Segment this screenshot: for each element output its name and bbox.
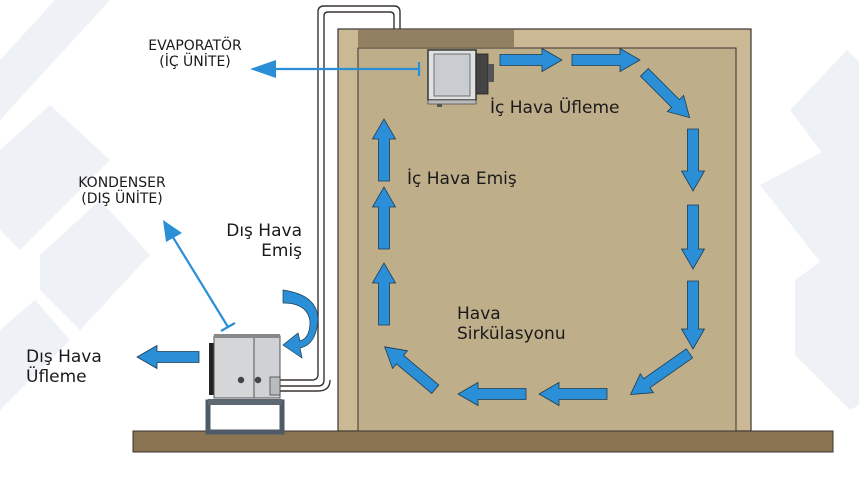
outdoor-intake-curved-arrow xyxy=(282,289,319,359)
supply-arrow-1 xyxy=(499,47,563,73)
evaporator-label-line2: (İÇ ÜNİTE) xyxy=(159,54,231,71)
circulation-label: Hava Sirkülasyonu xyxy=(457,304,566,344)
circulation-arrow-corner xyxy=(629,348,694,396)
outdoor-exhaust-label: Dış Hava Üfleme xyxy=(26,347,102,387)
condenser-valve-1 xyxy=(237,376,245,384)
circulation-arrow-right-3 xyxy=(680,280,706,350)
evaporator-unit xyxy=(427,49,494,107)
condenser-label: KONDENSER (DIŞ ÜNİTE) xyxy=(52,175,192,207)
circulation-arrow-right-1 xyxy=(680,128,706,192)
return-arrow-3 xyxy=(371,118,397,182)
condenser-body-left xyxy=(213,335,255,399)
condenser-callout-arrowhead xyxy=(163,220,182,242)
outdoor-intake-label-line1: Dış Hava xyxy=(226,221,302,241)
circulation-arrow-bottom-3 xyxy=(384,346,440,394)
outdoor-exhaust-label-line2: Üfleme xyxy=(26,366,87,387)
bg-chevron-right-3 xyxy=(795,240,859,410)
bg-chevron-left-3 xyxy=(40,200,150,330)
condenser-valve-2 xyxy=(254,376,262,384)
circulation-arrow-right-2 xyxy=(680,204,706,270)
outdoor-intake-label-line2: Emiş xyxy=(261,240,302,261)
outdoor-exhaust-label-line1: Dış Hava xyxy=(26,347,102,367)
ceiling-shadow xyxy=(358,30,514,48)
callouts xyxy=(170,62,421,332)
circulation-label-line1: Hava xyxy=(457,304,501,324)
floor xyxy=(132,430,834,453)
condenser-callout-line xyxy=(170,233,229,328)
outdoor-exhaust-arrow xyxy=(136,344,200,370)
return-arrow-1 xyxy=(371,262,397,326)
airflow-arrows xyxy=(136,47,706,407)
outdoor-intake-label: Dış Hava Emiş xyxy=(212,221,302,261)
condenser-unit xyxy=(205,334,285,435)
background-pattern xyxy=(0,0,859,410)
evaporator-label: EVAPORATÖR (İÇ ÜNİTE) xyxy=(120,38,270,70)
return-arrow-2 xyxy=(371,186,397,250)
condenser-label-line1: KONDENSER xyxy=(78,175,166,191)
evaporator-label-line1: EVAPORATÖR xyxy=(148,38,242,54)
indoor-supply-label: İç Hava Üfleme xyxy=(490,98,620,118)
condenser-label-line2: (DIŞ ÜNİTE) xyxy=(81,191,163,208)
evaporator-callout-arrowhead xyxy=(250,60,276,78)
evaporator-fan-guard xyxy=(475,53,489,95)
supply-arrow-3 xyxy=(639,67,691,119)
supply-arrow-2 xyxy=(571,47,641,73)
condenser-stand xyxy=(205,399,285,435)
circulation-arrow-bottom-2 xyxy=(457,381,527,407)
circulation-label-line2: Sirkülasyonu xyxy=(457,323,566,344)
bg-chevron-left-2 xyxy=(0,105,110,250)
bg-chevron-left-4 xyxy=(0,300,70,410)
bg-chevron-left-1 xyxy=(0,0,110,120)
circulation-arrow-bottom-1 xyxy=(538,381,608,407)
indoor-return-label: İç Hava Emiş xyxy=(407,169,517,189)
condenser-fan-side xyxy=(209,343,215,395)
